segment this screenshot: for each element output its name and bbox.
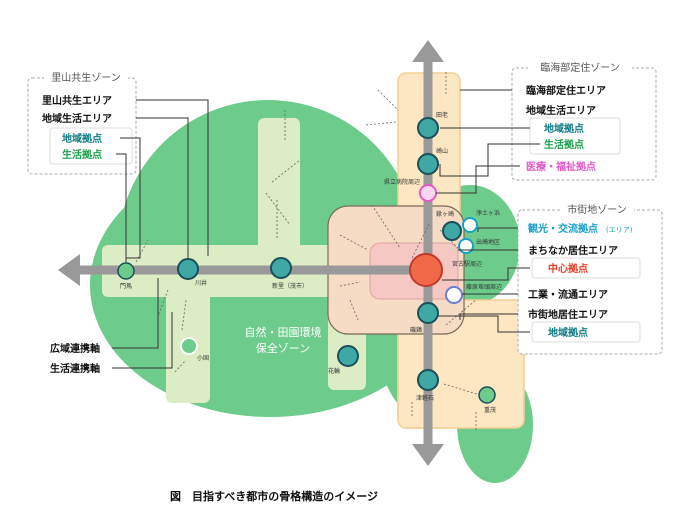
urban-zone-title: 市街地ゾーン [567, 203, 627, 216]
coastal-zone-sub2: 生活拠点 [544, 138, 584, 151]
node-jodogahama [462, 217, 478, 233]
place-label: 田老 [436, 111, 448, 119]
nature-zone-line1: 自然・田園環境 [245, 325, 322, 339]
axis-legend: 広域連携軸 生活連携軸 [50, 278, 173, 375]
coastal-zone-legend: 臨海部定住ゾーン 臨海部定住エリア 地域生活エリア 地域拠点 生活拠点 医療・福… [436, 61, 657, 194]
place-label: 川井 [195, 279, 207, 287]
place-label: 津軽石 [416, 394, 434, 402]
urban-zone-item1-note: (エリア) [606, 226, 633, 234]
left-zone-sub2: 生活拠点 [62, 148, 102, 161]
node-fujiwara [445, 286, 463, 304]
place-label: 花輪 [328, 367, 340, 375]
nature-zone-label: 自然・田園環境 保全ゾーン [245, 325, 322, 355]
urban-zone-item4: 市街地居住エリア [528, 308, 608, 321]
figure-caption: 図 目指すべき都市の骨格構造のイメージ [170, 489, 378, 503]
place-label: 出崎地区 [476, 238, 500, 246]
coastal-zone-sub1: 地域拠点 [544, 122, 584, 135]
urban-zone-sub2: 中心拠点 [548, 262, 588, 275]
place-label: 崎山 [436, 147, 448, 155]
node-kuwagasaki [442, 221, 462, 241]
place-label: 磯鶏 [410, 326, 422, 334]
coastal-zone-item2: 地域生活エリア [526, 104, 596, 117]
urban-zone-sub4: 地域拠点 [548, 326, 588, 339]
coastal-zone-sub3: 医療・福祉拠点 [526, 160, 596, 173]
node-isohi [417, 302, 439, 324]
place-label: 門馬 [120, 283, 132, 290]
place-label: 浄土ヶ浜 [476, 209, 500, 217]
urban-zone-item2: まちなか居住エリア [528, 244, 618, 257]
coastal-zone-title: 臨海部定住ゾーン [540, 61, 620, 74]
node-monma [117, 262, 135, 280]
node-kawai [177, 258, 199, 280]
wide-axis-label: 広域連携軸 [50, 342, 100, 355]
node-taro [417, 117, 439, 139]
nature-zone-line2: 保全ゾーン [256, 341, 310, 355]
left-zone-item1: 里山共生エリア [42, 94, 112, 107]
place-label: 鍬ヶ崎 [436, 210, 454, 218]
left-zone-sub1: 地域拠点 [62, 132, 102, 145]
urban-zone-legend: 市街地ゾーン 観光・交流拠点 (エリア) まちなか居住エリア 中心拠点 工業・流… [438, 203, 663, 355]
node-omoe [478, 386, 496, 404]
node-hanawa [337, 345, 359, 367]
left-zone-legend: 里山共生ゾーン 里山共生エリア 地域生活エリア 地域拠点 生活拠点 [27, 71, 209, 262]
place-label: 県立病院周辺 [384, 178, 420, 186]
node-niisato [270, 257, 292, 279]
place-label: 小国 [197, 354, 209, 362]
place-label: 藤原埠頭周辺 [466, 283, 502, 291]
urban-zone-item3: 工業・流通エリア [528, 288, 608, 301]
left-zone-item2: 地域生活エリア [42, 112, 112, 125]
place-label: 新里（茂市） [272, 282, 308, 290]
node-center [409, 253, 443, 287]
urban-zone-item1: 観光・交流拠点 [528, 222, 598, 235]
node-oguni [180, 337, 198, 355]
life-axis-label: 生活連携軸 [50, 362, 100, 375]
node-hospital [419, 184, 437, 202]
place-label: 宮古駅周辺 [452, 260, 482, 268]
node-tsugaruishi [417, 369, 439, 391]
coastal-zone-item1: 臨海部定住エリア [526, 84, 606, 97]
place-name-labels: 門馬 川井 新里（茂市） 小国 花輪 田老 崎山 県立病院周辺 鍬ヶ崎 浄土ヶ浜… [120, 111, 502, 414]
node-desaki [458, 238, 474, 254]
place-label: 重茂 [484, 406, 496, 414]
left-zone-title: 里山共生ゾーン [51, 71, 121, 84]
base-nodes [117, 117, 496, 404]
node-sakiyama [417, 153, 439, 175]
